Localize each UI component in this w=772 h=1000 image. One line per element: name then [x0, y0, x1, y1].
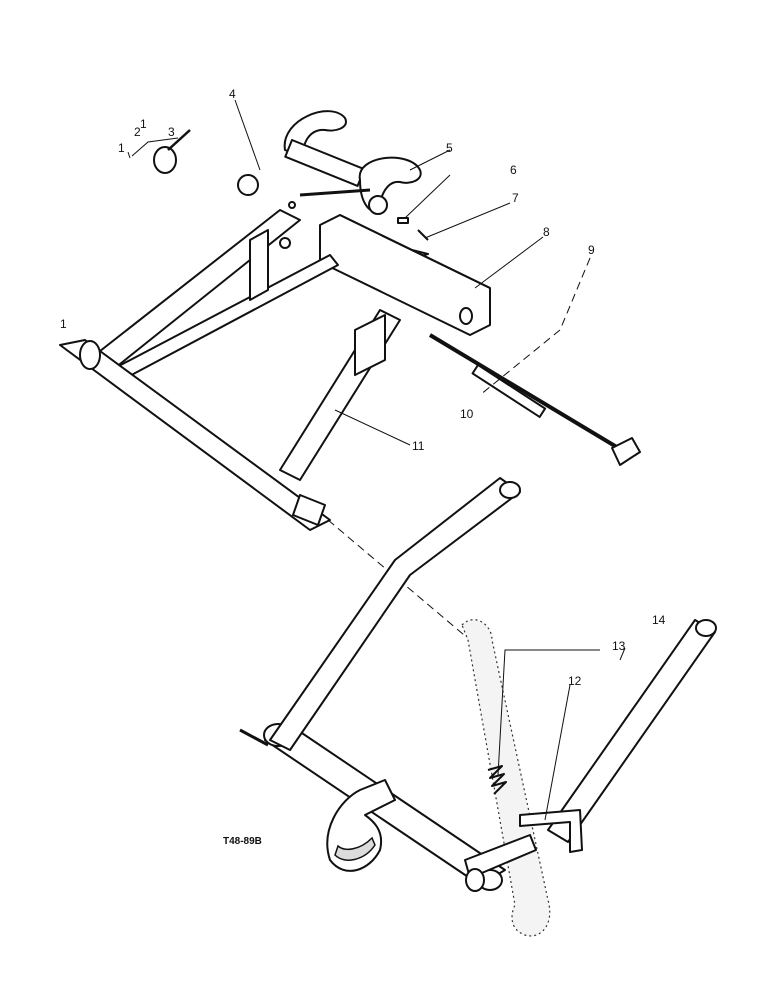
callout-leaders [234, 99, 626, 821]
callout-1b: 1 [118, 141, 125, 155]
callout-7: 7 [512, 191, 519, 205]
latch-hook-assembly [283, 110, 422, 215]
callout-1c: 1 [60, 317, 67, 331]
small-washer [288, 201, 296, 209]
pin [471, 364, 547, 418]
callout-5: 5 [446, 141, 453, 155]
callout-4: 4 [229, 87, 236, 101]
callout-11: 11 [412, 439, 425, 453]
callout-2: 2 [134, 125, 141, 139]
callout-8: 8 [543, 225, 550, 239]
callout-13: 13 [612, 639, 626, 653]
callout-9: 9 [588, 243, 595, 257]
callout-6: 6 [510, 163, 517, 177]
bracket-block [319, 214, 491, 336]
callout-12: 12 [568, 674, 582, 688]
callout-10: 10 [460, 407, 474, 421]
reference-code: T48-89B [223, 836, 262, 847]
callout-3: 3 [168, 125, 175, 139]
strut-spring [487, 765, 507, 795]
telescopic-strut [461, 619, 551, 937]
right-lift-arm [464, 619, 717, 892]
left-lift-arm [269, 477, 521, 751]
long-rod [428, 330, 641, 466]
callout-1a: 1 [140, 117, 147, 131]
hook-clamp [326, 779, 396, 872]
ring-pin-assembly [127, 129, 191, 174]
ball-knob [237, 174, 259, 196]
a-frame [59, 209, 401, 531]
key [397, 217, 409, 224]
callout-14: 14 [652, 613, 666, 627]
